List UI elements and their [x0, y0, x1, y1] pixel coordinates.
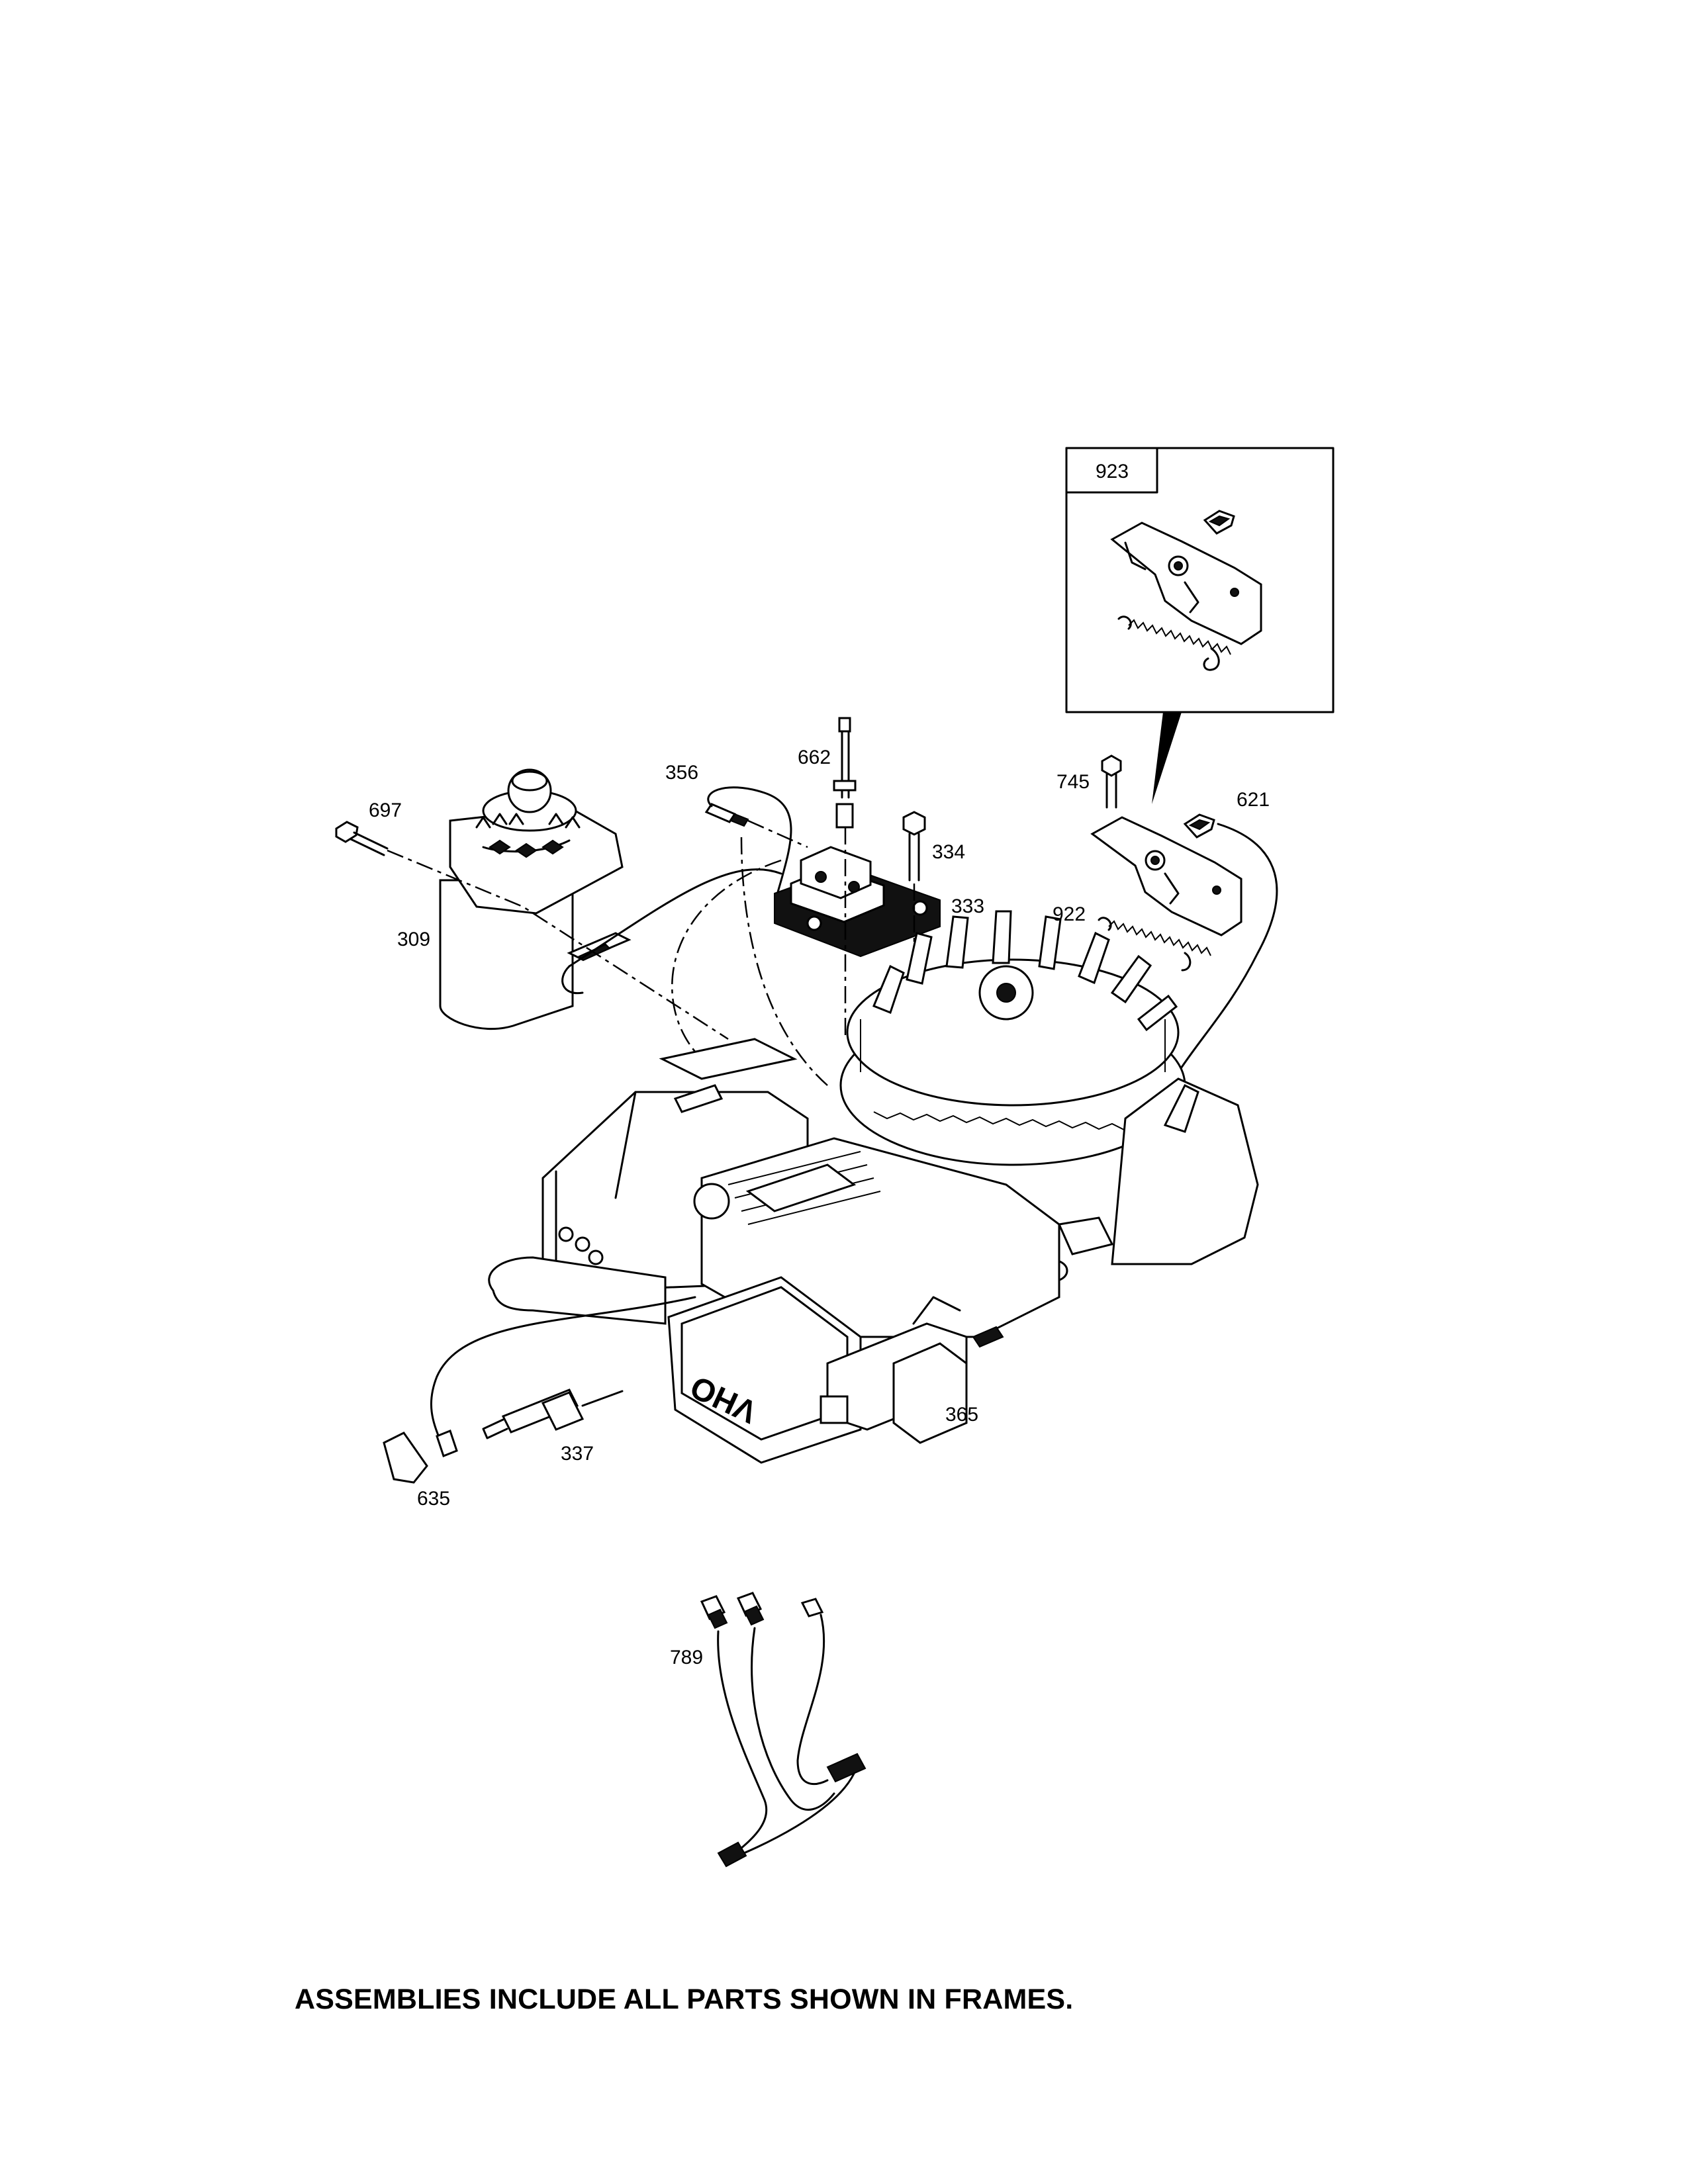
frame-clip-part — [1203, 510, 1235, 535]
stud-662 — [833, 717, 857, 829]
starter-wire — [568, 868, 782, 968]
callout-333: 333 — [951, 895, 985, 917]
leader-356 — [747, 819, 808, 848]
valve-cover: OHV — [667, 1276, 862, 1464]
bolt-697 — [335, 821, 389, 856]
callout-309: 309 — [397, 929, 431, 950]
callout-745: 745 — [1056, 771, 1090, 793]
leader-333-loop2 — [740, 837, 828, 1086]
boot-635 — [383, 1430, 458, 1484]
clip-621 — [1183, 813, 1215, 839]
callout-635: 635 — [417, 1488, 451, 1510]
frame-spring-part — [1117, 615, 1231, 671]
assemblies-note: ASSEMBLIES INCLUDE ALL PARTS SHOWN IN FR… — [295, 1983, 1074, 2015]
leader-333-loop — [671, 859, 782, 1060]
callout-697: 697 — [369, 799, 402, 821]
ignition-armature — [774, 846, 941, 958]
leader-697-starter — [387, 849, 729, 1040]
bolt-745 — [1101, 754, 1122, 809]
spring-922 — [1098, 917, 1211, 972]
callout-789: 789 — [670, 1647, 704, 1668]
engine-block: OHV — [488, 910, 1259, 1464]
callout-334: 334 — [932, 841, 966, 863]
flywheel-fins — [872, 910, 1178, 1032]
frame-bracket-part — [1110, 522, 1262, 645]
starter-motor — [439, 768, 632, 1030]
callout-337: 337 — [561, 1443, 594, 1465]
frame-923-label: 923 — [1096, 461, 1129, 482]
ignition-lead — [430, 1296, 696, 1451]
wire-356 — [704, 786, 792, 893]
link-wire-621 — [1177, 823, 1278, 1073]
callout-621: 621 — [1237, 789, 1270, 811]
governor-bracket — [1090, 816, 1243, 936]
callout-356: 356 — [665, 762, 699, 784]
frame-pointer — [1152, 712, 1182, 804]
spark-plug-337 — [482, 1388, 624, 1439]
assembly-frame-923: 923 — [1065, 447, 1335, 713]
wire-harness-789 — [700, 1592, 867, 1868]
bolt-334 — [902, 811, 926, 882]
callout-662: 662 — [798, 747, 831, 768]
callout-365: 365 — [945, 1404, 979, 1426]
callout-922: 922 — [1053, 903, 1086, 925]
